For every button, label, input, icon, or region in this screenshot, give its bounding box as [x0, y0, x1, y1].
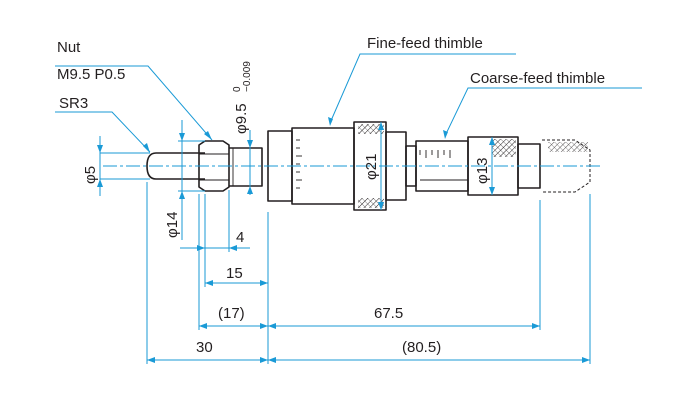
dim-67-5: 67.5	[374, 305, 403, 322]
coarse-feed-label: Coarse-feed thimble	[470, 70, 605, 87]
labels: Nut M9.5 P0.5 SR3 Fine-feed thimble Coar…	[57, 35, 605, 356]
fine-feed-label: Fine-feed thimble	[367, 35, 483, 52]
dimension-lines	[97, 120, 591, 364]
dim-15: 15	[226, 265, 243, 282]
coarse-feed-thimble	[405, 136, 541, 196]
dim-4: 4	[236, 229, 244, 246]
dim-80-5: (80.5)	[402, 339, 441, 356]
dim-17: (17)	[218, 305, 245, 322]
sr3-label: SR3	[59, 95, 88, 112]
stem	[229, 147, 263, 187]
dim-phi5: φ5	[82, 166, 99, 184]
nut-label: Nut	[57, 39, 81, 56]
dim-phi9-5-tol-upper: 0	[232, 86, 243, 92]
dim-phi9-5-tol-lower: −0.009	[242, 61, 253, 92]
dim-phi21: φ21	[363, 154, 380, 180]
dim-phi9-5: φ9.5	[233, 103, 250, 134]
spindle	[146, 152, 205, 180]
leader-lines	[55, 53, 642, 153]
dim-30: 30	[196, 339, 213, 356]
dim-phi13: φ13	[474, 158, 491, 184]
nut-thread-label: M9.5 P0.5	[57, 66, 125, 83]
nut	[198, 140, 230, 192]
dim-phi14: φ14	[164, 212, 181, 238]
